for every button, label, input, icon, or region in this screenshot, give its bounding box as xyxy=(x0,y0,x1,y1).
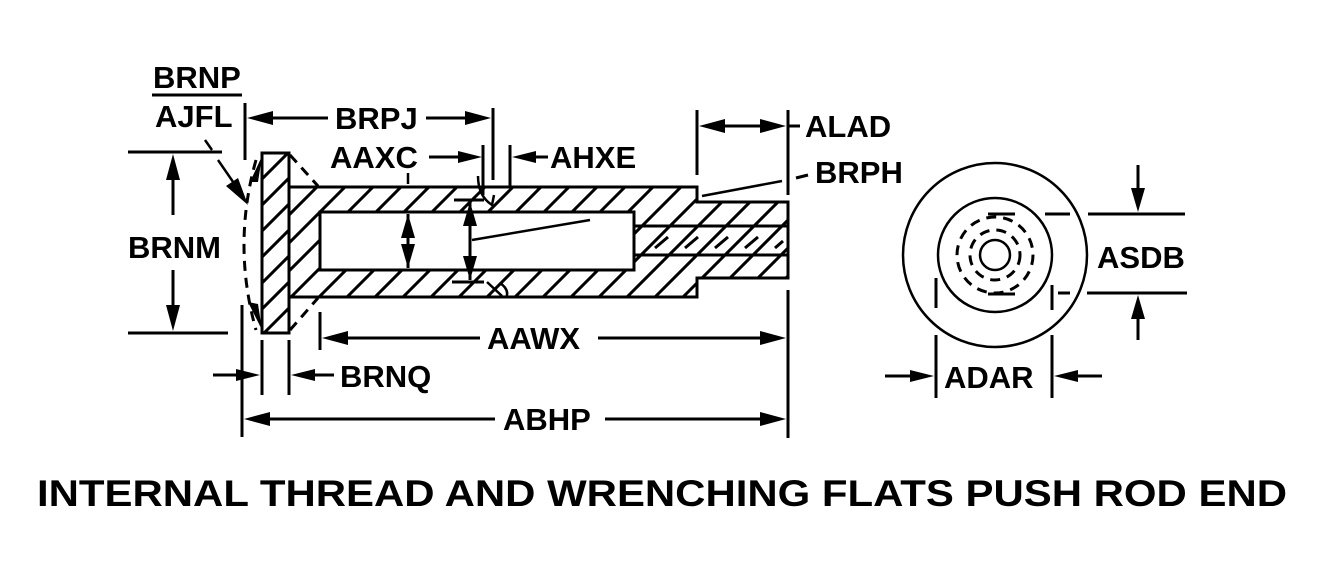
label-brnq: BRNQ xyxy=(340,359,431,394)
label-alad: ALAD xyxy=(805,109,891,144)
aaxc-arrow xyxy=(458,151,482,163)
ahxe-arrow xyxy=(512,151,536,163)
hatch-line xyxy=(289,187,375,297)
relief-hook xyxy=(476,175,496,208)
hatch-line xyxy=(262,227,289,260)
thread-minor-circle xyxy=(968,228,1022,282)
bore-circle xyxy=(978,238,1012,272)
alad-arrow-left xyxy=(699,119,725,133)
label-adar: ADAR xyxy=(944,360,1034,395)
brnm-arrow-down xyxy=(166,305,180,331)
label-brnm: BRNM xyxy=(128,230,221,265)
label-aaxc: AAXC xyxy=(330,140,418,175)
arc-arrow-top xyxy=(250,156,262,182)
thread-leader xyxy=(471,218,591,242)
label-brph: BRPH xyxy=(815,155,903,190)
hatch-line xyxy=(262,279,289,312)
brpj-arrow-right xyxy=(465,111,491,125)
outer-circle xyxy=(901,161,1089,349)
brnq-arrow-right xyxy=(291,369,315,381)
side-view: BRNP AJFL BRNM BRPJ AAXC xyxy=(128,60,905,438)
label-aawx: AAWX xyxy=(487,321,580,356)
bore-arrow-down xyxy=(401,244,415,268)
adar-arrow-left xyxy=(910,370,934,382)
hatch-line xyxy=(262,175,289,208)
brnm-arrow-up xyxy=(166,154,180,180)
hatch-line xyxy=(289,187,319,297)
abhp-arrow-right xyxy=(760,412,786,426)
alad-arrow-right xyxy=(760,119,786,133)
hatch-line xyxy=(795,187,905,297)
aawx-arrow-left xyxy=(322,331,348,345)
asdb-arrow-down xyxy=(1131,188,1145,212)
adar-arrow-right xyxy=(1054,370,1078,382)
brph-leader xyxy=(701,179,783,198)
asdb-arrow-up xyxy=(1131,295,1145,319)
thread-arrow-down xyxy=(463,256,477,280)
ajfl-leader-a xyxy=(203,139,214,151)
brph-tick xyxy=(795,173,809,180)
rod-head-outline xyxy=(260,151,291,335)
thread-major-circle xyxy=(955,215,1035,295)
rod-body-outline xyxy=(289,185,790,299)
label-abhp: ABHP xyxy=(503,402,591,437)
brnq-arrow-left xyxy=(236,369,260,381)
thread-dashes xyxy=(654,235,784,250)
brpj-arrow-left xyxy=(247,111,273,125)
label-brnp: BRNP xyxy=(153,60,241,95)
ajfl-arrow xyxy=(226,178,248,205)
head-hatching xyxy=(262,153,289,333)
label-ajfl: AJFL xyxy=(155,99,233,134)
label-ahxe: AHXE xyxy=(550,140,636,175)
hidden-chamfer-lines xyxy=(288,153,320,331)
label-asdb: ASDB xyxy=(1097,240,1185,275)
hatch-line xyxy=(625,187,739,297)
abhp-arrow-left xyxy=(244,412,270,426)
hatch-line xyxy=(653,187,767,297)
drawing-title: INTERNAL THREAD AND WRENCHING FLATS PUSH… xyxy=(37,473,1287,514)
thread-x-mark xyxy=(486,281,509,299)
end-view: ASDB ADAR xyxy=(885,161,1187,398)
bore-arrow-up xyxy=(401,214,415,238)
label-brpj: BRPJ xyxy=(335,101,418,136)
hatch-line xyxy=(597,187,711,297)
thread-arrow-up xyxy=(463,202,477,226)
arc-arrow-bottom xyxy=(248,302,262,330)
aawx-arrow-right xyxy=(760,331,786,345)
inner-circle xyxy=(936,196,1054,314)
